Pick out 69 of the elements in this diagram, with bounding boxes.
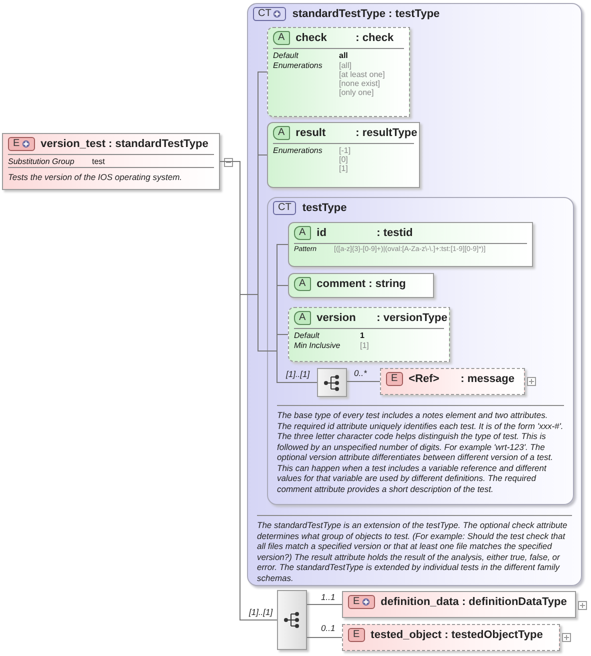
property-label: Enumerations — [273, 61, 324, 72]
node-name: testType — [302, 202, 347, 214]
node-name: definition_data : definitionDataType — [380, 596, 567, 608]
badge-letter: A — [299, 227, 306, 239]
property-value: 1 — [360, 331, 366, 340]
element-box — [342, 624, 560, 651]
node-name: version_test : standardTestType — [40, 138, 208, 150]
type-name: : message — [460, 373, 514, 385]
badge-letter: A — [278, 127, 285, 139]
element-box — [342, 591, 576, 618]
cardinality-label: 0..* — [354, 368, 367, 378]
connector-line — [346, 381, 380, 382]
attribute-box — [267, 27, 410, 117]
property-label: Default — [273, 51, 300, 60]
sequence-compositor — [317, 368, 347, 397]
property-value: [at least one] — [339, 70, 386, 79]
badge-letter: CT — [278, 202, 292, 214]
node-name: check — [296, 32, 328, 44]
badge-letter: A — [278, 32, 285, 44]
badge-letter: E — [353, 596, 360, 608]
connector-line — [306, 604, 342, 605]
attribute-box — [288, 222, 533, 267]
node-name: version — [316, 312, 357, 324]
documentation-text: The standardTestType is an extension of the testType. The optional check attribute determines what group of objects to test. (For example: Should the test check that all files match a specified version or that at least one file matches the specified version?) The result attribute holds the result of the analysis, either true, false, or error. The standardTestType is extended by individual tests in the different family schemas. — [256, 519, 568, 583]
cardinality-label: [1]..[1] — [286, 369, 310, 379]
property-value: all — [339, 51, 349, 60]
connector-line — [306, 637, 342, 638]
property-value: [0] — [339, 155, 349, 164]
sequence-compositor — [277, 590, 307, 650]
type-name: : testid — [376, 227, 413, 239]
badge-letter: E — [353, 629, 360, 641]
property-label: Enumerations — [273, 146, 324, 157]
property-label: Default — [294, 331, 320, 340]
badge-letter: E — [13, 138, 20, 150]
documentation-text: The base type of every test includes a notes element and two attributes. The required id attribute uniquely identifies each test. It is of the form 'xxx-#'. The three letter character code helps distinguish the type of test. This is followed by an unspecified number of digits. For example 'wrt-123'. The optional version attribute differentiates between different version of a test. This can happen when a test includes a variable reference and different values for that variable are used by different definitions. The required comment attribute provides a short description of the test. — [276, 409, 564, 494]
documentation-text: Tests the version of the IOS operating system. — [7, 171, 184, 182]
badge-letter: E — [391, 373, 398, 385]
cardinality-label: 1..1 — [321, 592, 336, 602]
badge-letter: A — [299, 312, 306, 324]
cardinality-label: 0..1 — [321, 623, 336, 633]
property-value: [only one] — [339, 88, 375, 97]
property-value: [1] — [360, 341, 370, 350]
property-value: [all] — [339, 61, 352, 70]
attribute-box — [267, 122, 420, 188]
node-name: tested_object : testedObjectType — [370, 629, 543, 641]
node-name: id — [316, 227, 328, 239]
property-label: Substitution Group — [8, 157, 76, 166]
badge-letter: A — [299, 278, 306, 290]
attribute-box — [288, 307, 450, 362]
type-name: : check — [356, 32, 394, 44]
badge-letter: CT — [258, 8, 272, 20]
node-name: comment : string — [316, 278, 406, 290]
type-name: : resultType — [356, 127, 418, 139]
attribute-box — [288, 273, 434, 298]
element-box — [380, 368, 525, 395]
element-box — [2, 133, 220, 190]
complex-type-box — [267, 197, 574, 505]
connector-line — [246, 294, 268, 352]
property-value: [none exist] — [339, 79, 381, 88]
node-name: <Ref> — [408, 373, 440, 385]
complex-type-box — [247, 3, 582, 586]
property-value: test — [92, 157, 106, 166]
property-value: [1] — [339, 164, 349, 173]
node-name: result — [296, 127, 327, 139]
type-name: : versionType — [376, 312, 448, 324]
property-value: [-1] — [339, 146, 352, 155]
property-label: Min Inclusive — [294, 341, 342, 350]
cardinality-label: [1]..[1] — [249, 607, 273, 617]
node-name: standardTestType : testType — [292, 8, 440, 20]
